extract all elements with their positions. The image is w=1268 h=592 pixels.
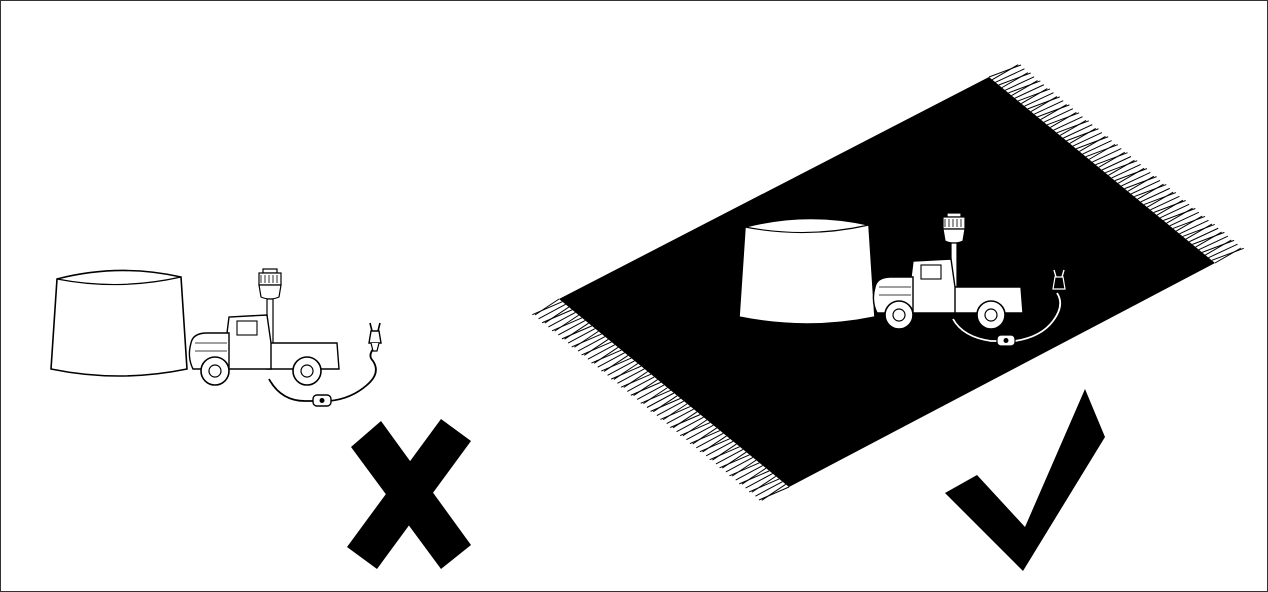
- correct-example: [532, 65, 1243, 571]
- cross-mark-icon: [347, 419, 471, 569]
- inline-switch-icon: [313, 395, 331, 406]
- lamp-shade-icon: [51, 270, 187, 376]
- incorrect-example: [51, 269, 471, 569]
- truck-lamp-base-icon: [189, 269, 339, 385]
- check-mark-icon: [945, 389, 1105, 571]
- plug-icon: [369, 323, 381, 351]
- inline-switch-icon: [997, 335, 1015, 346]
- lamp-shade-icon: [739, 218, 875, 324]
